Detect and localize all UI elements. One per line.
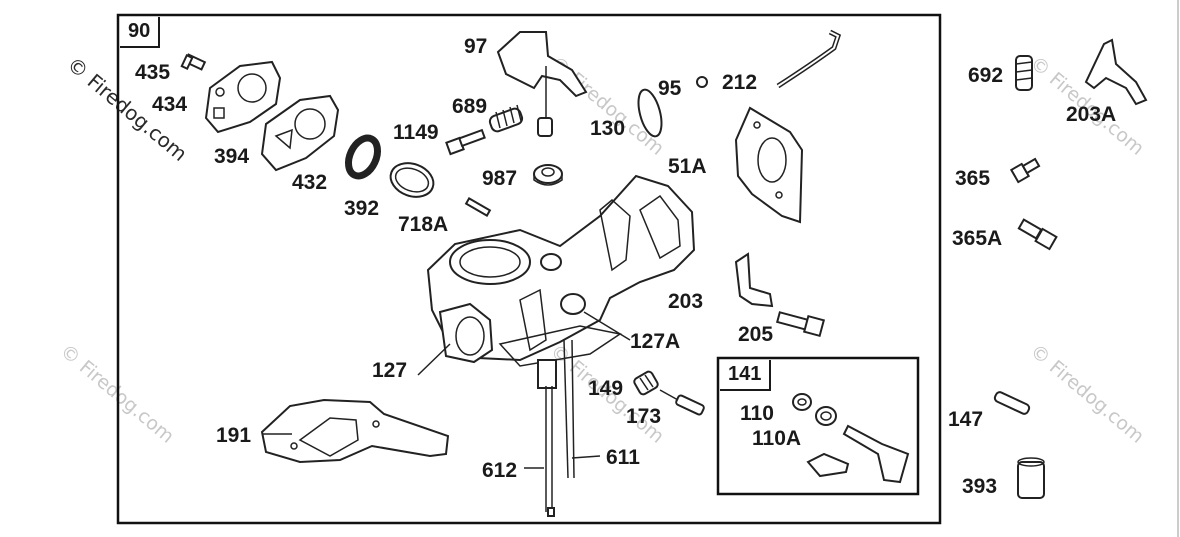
part-95-screw bbox=[696, 76, 708, 88]
callout-393: 393 bbox=[962, 475, 998, 498]
callout-987: 987 bbox=[482, 167, 518, 190]
callout-147: 147 bbox=[948, 408, 984, 431]
callout-110a: 110A bbox=[752, 427, 802, 450]
part-149-spring bbox=[633, 370, 659, 396]
part-130-plate bbox=[637, 88, 663, 138]
callout-130: 130 bbox=[590, 117, 626, 140]
part-110a-washer bbox=[815, 406, 837, 426]
callout-51a: 51A bbox=[668, 155, 707, 178]
part-689-spring bbox=[488, 104, 524, 133]
part-432-oring bbox=[344, 134, 382, 180]
part-110-washer bbox=[792, 393, 812, 411]
part-203a-bracket bbox=[1084, 38, 1148, 106]
callout-203: 203 bbox=[668, 290, 704, 313]
callout-95: 95 bbox=[658, 77, 682, 100]
kit-141-frame bbox=[716, 356, 920, 496]
callout-203a: 203A bbox=[1066, 103, 1117, 126]
callout-692: 692 bbox=[968, 64, 1004, 87]
callout-611: 611 bbox=[606, 446, 640, 469]
part-393-nozzle bbox=[1017, 457, 1045, 499]
part-692-spring bbox=[1015, 55, 1033, 91]
callout-110: 110 bbox=[740, 402, 774, 425]
part-718a-pin bbox=[464, 197, 492, 217]
part-147-screw bbox=[993, 391, 1031, 415]
callout-394: 394 bbox=[214, 145, 250, 168]
callout-191: 191 bbox=[216, 424, 252, 447]
callout-173: 173 bbox=[626, 405, 662, 428]
part-51a-gasket bbox=[734, 106, 804, 224]
part-191-gasket bbox=[260, 398, 450, 464]
callout-141: 141 bbox=[720, 360, 772, 391]
part-435-screw bbox=[180, 53, 207, 71]
callout-127: 127 bbox=[372, 359, 408, 382]
part-434-gasket bbox=[204, 60, 282, 134]
leader-127a bbox=[583, 311, 631, 341]
callout-435: 435 bbox=[135, 61, 171, 84]
callout-97: 97 bbox=[464, 35, 488, 58]
part-365a-screw bbox=[1017, 218, 1058, 251]
leader-611 bbox=[571, 455, 601, 459]
part-365-screw bbox=[1009, 157, 1041, 184]
part-612-611-tubes bbox=[537, 339, 575, 517]
callout-718a: 718A bbox=[398, 213, 449, 236]
part-392-ring bbox=[389, 162, 435, 198]
part-205-screw bbox=[775, 311, 826, 338]
part-394-gasket bbox=[260, 94, 340, 172]
main-frame bbox=[116, 13, 942, 525]
callout-612: 612 bbox=[482, 459, 518, 482]
part-127-carburetor-body bbox=[426, 174, 696, 367]
callout-90: 90 bbox=[120, 17, 161, 48]
part-987-washer bbox=[533, 164, 563, 186]
callout-689: 689 bbox=[452, 95, 488, 118]
callout-365: 365 bbox=[955, 167, 991, 190]
part-141-shaft bbox=[806, 424, 910, 484]
callout-1149: 1149 bbox=[393, 121, 439, 144]
part-173-needle bbox=[659, 389, 705, 416]
callout-127a: 127A bbox=[630, 330, 681, 353]
callout-205: 205 bbox=[738, 323, 774, 346]
part-97-bracket bbox=[496, 31, 588, 137]
callout-149: 149 bbox=[588, 377, 624, 400]
part-203-bracket bbox=[734, 252, 774, 308]
callout-434: 434 bbox=[152, 93, 188, 116]
leader-127 bbox=[417, 343, 451, 376]
callout-432: 432 bbox=[292, 171, 328, 194]
part-212-link bbox=[776, 29, 842, 89]
callout-365a: 365A bbox=[952, 227, 1003, 250]
callout-212: 212 bbox=[722, 71, 758, 94]
part-1149-screw bbox=[445, 128, 486, 156]
callout-392: 392 bbox=[344, 197, 380, 220]
